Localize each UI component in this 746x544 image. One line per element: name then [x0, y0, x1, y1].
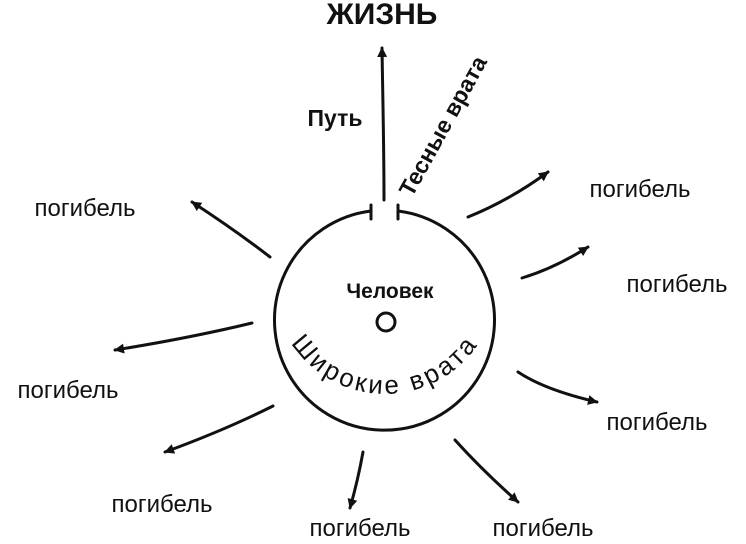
- perdition-arrow-bottom-left: [163, 404, 275, 454]
- perdition-arrow-left: [113, 321, 254, 354]
- perdition-label-bottom-right: погибель: [492, 515, 593, 542]
- perdition-arrow-bottom: [347, 450, 365, 510]
- person-dot: [375, 311, 397, 333]
- perdition-arrow-right-lower: [516, 370, 599, 405]
- perdition-arrow-right-upper: [520, 245, 590, 280]
- perdition-arrow-bottom-right: [453, 438, 520, 504]
- wide-gate-text: Широкие врата: [286, 328, 481, 400]
- person-circle: [273, 209, 496, 432]
- perdition-label-top-left: погибель: [34, 195, 135, 222]
- perdition-label-bottom: погибель: [309, 515, 410, 542]
- path-arrow: [377, 46, 388, 202]
- person-label: Человек: [346, 280, 434, 303]
- perdition-label-right-lower: погибель: [606, 409, 707, 436]
- life-label: ЖИЗНЬ: [326, 0, 438, 31]
- perdition-arrow-top-right: [466, 170, 550, 219]
- wide-gate-label: Широкие врата: [286, 328, 484, 400]
- perdition-label-left: погибель: [17, 377, 118, 404]
- narrow-gate-label: Тесные врата: [394, 51, 492, 200]
- perdition-label-top-right: погибель: [589, 176, 690, 203]
- perdition-arrow-top-left: [190, 200, 272, 259]
- path-label: Путь: [307, 105, 362, 131]
- perdition-label-right-upper: погибель: [626, 271, 727, 298]
- perdition-label-bottom-left: погибель: [111, 491, 212, 518]
